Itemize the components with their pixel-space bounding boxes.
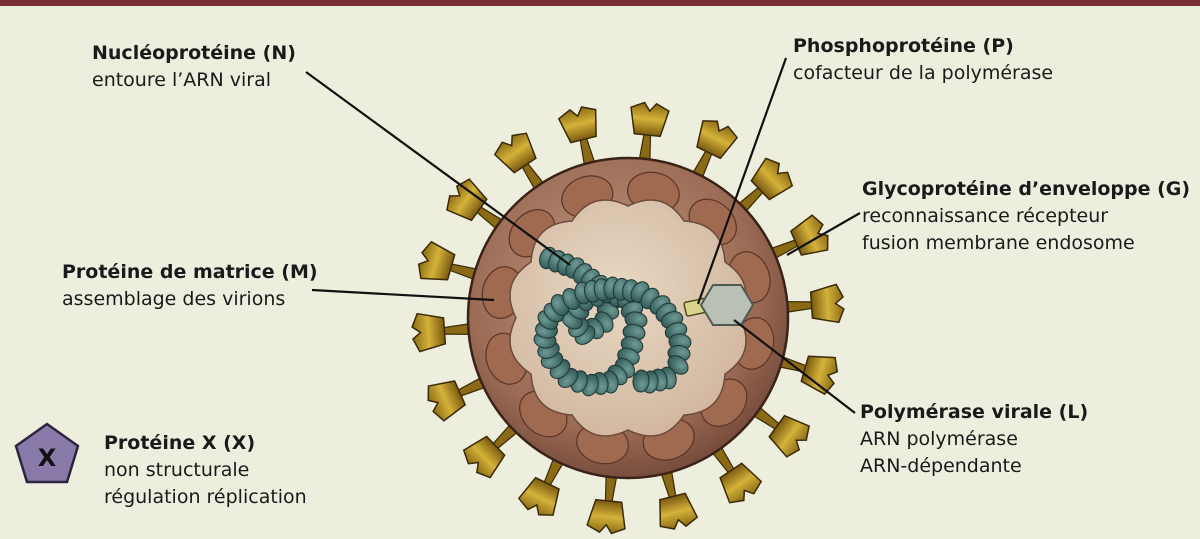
label-description: régulation réplication	[104, 486, 307, 508]
label-title: Protéine de matrice (M)	[62, 261, 318, 283]
label-description: cofacteur de la polymérase	[793, 62, 1054, 84]
label-description: ARN polymérase	[860, 428, 1018, 450]
label-title: Glycoprotéine d’enveloppe (G)	[862, 178, 1191, 200]
label-title: Nucléoprotéine (N)	[92, 42, 296, 64]
nucleoprotein-bead	[632, 369, 650, 393]
polymerase-l	[699, 284, 755, 326]
label-phosphoprotein: Phosphoprotéine (P) cofacteur de la poly…	[793, 33, 1053, 87]
label-protein-x: Protéine X (X) non structurale régulatio…	[104, 430, 307, 511]
label-title: Polymérase virale (L)	[860, 401, 1089, 423]
leader-lines	[305, 57, 861, 414]
label-polymerase: Polymérase virale (L) ARN polymérase ARN…	[860, 399, 1088, 480]
label-description: reconnaissance récepteur	[862, 205, 1109, 227]
label-title: Protéine X (X)	[104, 432, 256, 454]
label-nucleoprotein: Nucléoprotéine (N) entoure l’ARN viral	[92, 40, 296, 94]
top-accent-bar	[0, 0, 1200, 6]
nucleoprotein-coil	[533, 246, 692, 397]
label-description: non structurale	[104, 459, 250, 481]
label-description: fusion membrane endosome	[862, 232, 1135, 254]
protein-x-pentagon-icon: X	[14, 422, 80, 484]
protein-x-letter: X	[38, 444, 57, 472]
label-glycoprotein: Glycoprotéine d’enveloppe (G) reconnaiss…	[862, 176, 1190, 257]
leader-line-l	[733, 319, 856, 414]
leader-line-p	[696, 57, 788, 305]
leader-line-m	[311, 288, 495, 302]
label-description: assemblage des virions	[62, 288, 286, 310]
label-description: ARN-dépendante	[860, 455, 1022, 477]
leader-line-n	[305, 71, 571, 266]
label-matrix-protein: Protéine de matrice (M) assemblage des v…	[62, 259, 318, 313]
label-title: Phosphoprotéine (P)	[793, 35, 1014, 57]
leader-line-g	[786, 212, 861, 256]
label-description: entoure l’ARN viral	[92, 69, 271, 91]
